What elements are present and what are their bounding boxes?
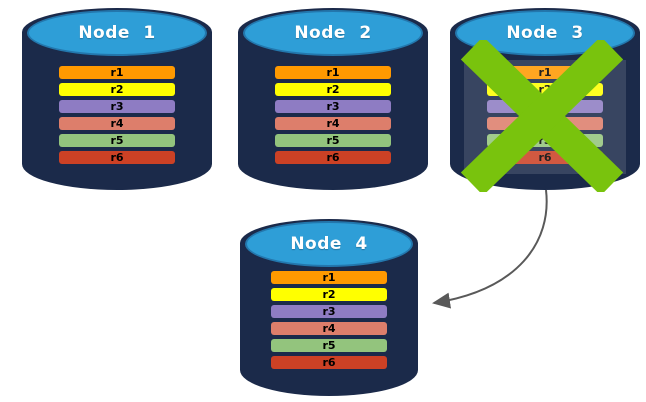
record-bar: r4 [275,117,391,130]
record-bar: r5 [275,134,391,147]
node-1-title: Node 1 [78,23,156,43]
record-bar: r2 [59,83,175,96]
node-3-title: Node 3 [506,23,584,43]
node-2-title: Node 2 [294,23,372,43]
record-bar: r6 [275,151,391,164]
record-bar: r2 [271,288,387,301]
record-bar: r3 [271,305,387,318]
record-bar: r1 [59,66,175,79]
record-bar: r4 [59,117,175,130]
record-bar: r4 [271,322,387,335]
node-1-cap: Node 1 [27,10,207,56]
node-4-cap: Node 4 [245,221,413,267]
record-bar: r1 [275,66,391,79]
node-4-cylinder: Node 4 r1 r2 r3 r4 r5 r6 [240,219,418,396]
record-bar: r5 [271,339,387,352]
node-2-records: r1 r2 r3 r4 r5 r6 [275,66,391,164]
record-bar: r3 [275,100,391,113]
record-bar: r3 [59,100,175,113]
record-bar: r6 [59,151,175,164]
node-1-cylinder: Node 1 r1 r2 r3 r4 r5 r6 [22,8,212,190]
node-4-records: r1 r2 r3 r4 r5 r6 [271,271,387,369]
node-2-cap: Node 2 [243,10,423,56]
record-bar: r1 [271,271,387,284]
node-4-title: Node 4 [290,234,368,254]
failure-x-icon [460,40,624,192]
record-bar: r5 [59,134,175,147]
node-4-cylinder-body [240,243,418,396]
node-1-records: r1 r2 r3 r4 r5 r6 [59,66,175,164]
record-bar: r6 [271,356,387,369]
record-bar: r2 [275,83,391,96]
node-2-cylinder: Node 2 r1 r2 r3 r4 r5 r6 [238,8,428,190]
